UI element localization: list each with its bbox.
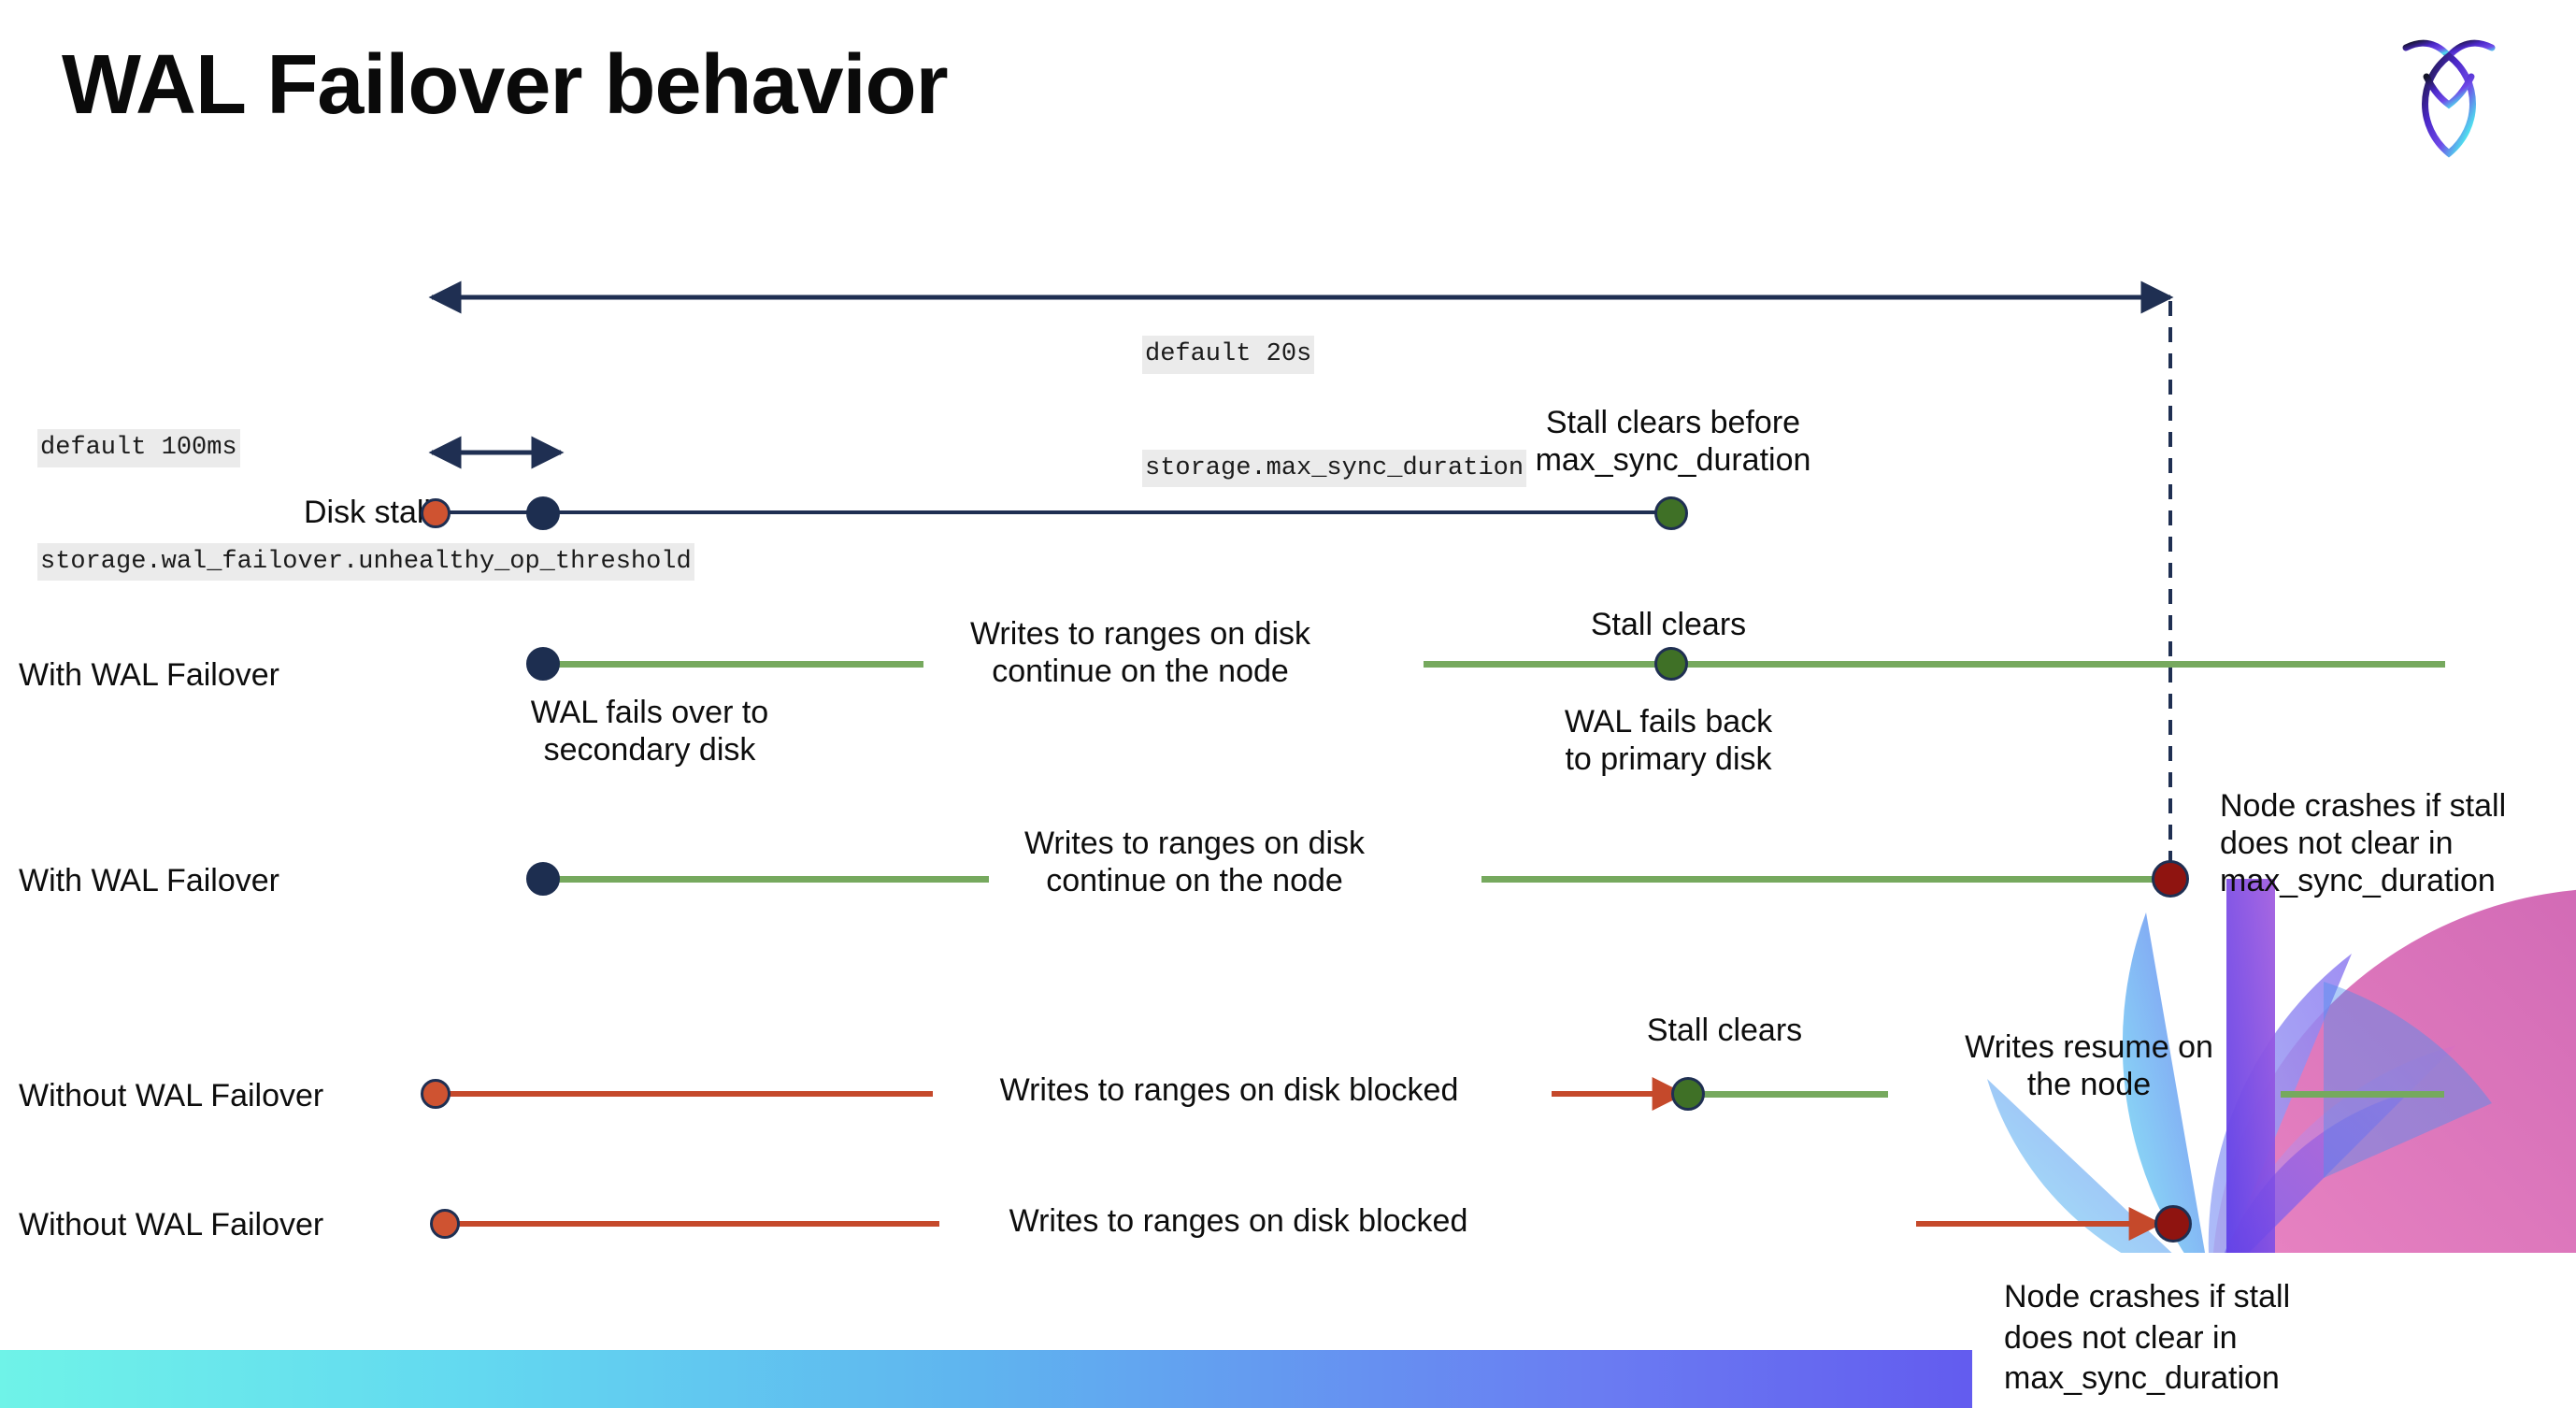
row-label-without-wal-failover-2: Without WAL Failover: [19, 1207, 324, 1243]
note-node-crashes-2: Node crashes if stall does not clear in …: [2004, 1279, 2291, 1397]
row-label-with-wal-failover-1: With WAL Failover: [19, 657, 279, 693]
note-stall-clears-1: Stall clears: [1590, 607, 1747, 642]
disk-stalls-threshold-dot: [526, 496, 560, 530]
unhealthy-op-threshold-tag: default 100ms storage.wal_failover.unhea…: [37, 353, 694, 656]
note-wal-fails-back: WAL fails back to primary disk: [1564, 704, 1773, 778]
note-writes-continue-1: Writes to ranges on disk continue on the…: [969, 616, 1311, 690]
wal-failover-2-segment-b: [1481, 876, 2168, 883]
max-sync-default-label: default 20s: [1142, 336, 1315, 374]
wal-failover-1-segment-b: [1424, 661, 2445, 668]
wal-failover-1-start-dot: [526, 647, 560, 681]
wal-failover-1-clear-dot: [1654, 647, 1688, 681]
page-title: WAL Failover behavior: [62, 38, 949, 132]
without-failover-1-start-dot: [421, 1079, 451, 1109]
without-failover-1-resume-segment-tail: [2281, 1091, 2444, 1098]
without-failover-2-crash-dot: [2154, 1205, 2192, 1243]
row-label-with-wal-failover-2: With WAL Failover: [19, 863, 279, 898]
row-label-disk-stalls: Disk stalls: [303, 495, 447, 530]
without-failover-1-blocked-segment-a: [447, 1091, 933, 1097]
disk-stalls-timeline: [439, 510, 1673, 514]
note-writes-continue-2: Writes to ranges on disk continue on the…: [1023, 826, 1366, 899]
wal-failover-2-segment-a: [542, 876, 989, 883]
wal-failover-2-crash-dot: [2152, 860, 2189, 898]
note-node-crashes-1: Node crashes if stall does not clear in …: [2220, 788, 2507, 899]
note-writes-resume: Writes resume on the node: [1965, 1029, 2213, 1103]
unhealthy-default-label: default 100ms: [37, 429, 240, 467]
wal-failover-2-start-dot: [526, 862, 560, 896]
without-failover-2-blocked-segment-a: [453, 1221, 939, 1227]
unhealthy-setting-label: storage.wal_failover.unhealthy_op_thresh…: [37, 542, 694, 581]
without-failover-1-resume-segment: [1701, 1091, 1888, 1098]
node-crashes-callout-box: Node crashes if stall does not clear in …: [1972, 1253, 2576, 1408]
max-sync-duration-tag: default 20s storage.max_sync_duration: [1142, 260, 1527, 563]
note-writes-blocked-1: Writes to ranges on disk blocked: [999, 1072, 1459, 1108]
note-stall-clears-2: Stall clears: [1646, 1013, 1803, 1048]
note-wal-fails-over: WAL fails over to secondary disk: [530, 695, 769, 769]
max-sync-setting-label: storage.max_sync_duration: [1142, 449, 1527, 487]
note-stall-clears-before: Stall clears before max_sync_duration: [1535, 405, 1811, 479]
cockroachdb-logo: [2383, 22, 2514, 172]
without-failover-2-start-dot: [430, 1209, 460, 1239]
wal-failover-1-segment-a: [542, 661, 923, 668]
disk-stalls-start-dot: [421, 498, 451, 528]
row-label-without-wal-failover-1: Without WAL Failover: [19, 1078, 324, 1113]
without-failover-1-clear-dot: [1671, 1077, 1705, 1111]
note-writes-blocked-2: Writes to ranges on disk blocked: [1009, 1203, 1468, 1239]
disk-stalls-clear-dot: [1654, 496, 1688, 530]
